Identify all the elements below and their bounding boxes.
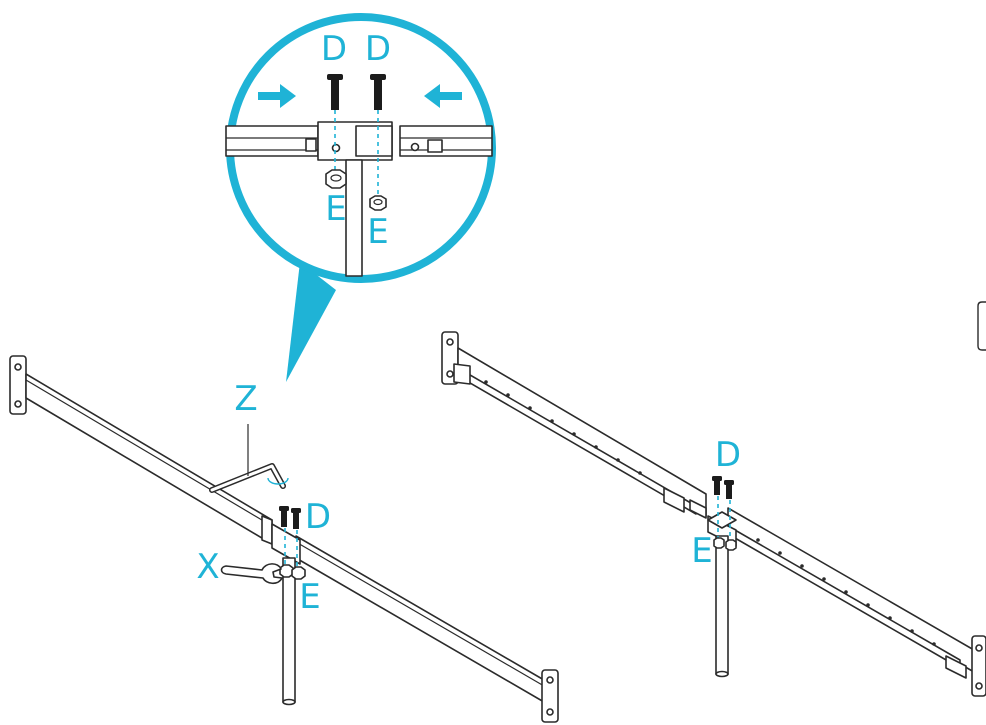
arrow-right-icon <box>258 84 296 108</box>
frame-left-nuts <box>279 564 306 580</box>
label-nut-e-right: E <box>367 212 388 252</box>
frame-right-bolts <box>712 476 734 499</box>
zoom-nut-right <box>369 195 387 211</box>
center-leg-left <box>282 557 296 703</box>
edge-fragment <box>977 301 986 351</box>
label-bolt-d-right: D <box>365 29 391 69</box>
center-leg-right <box>715 535 729 675</box>
right-frame-assembly: D E <box>441 331 986 697</box>
zoom-callout: D D E E <box>225 13 496 382</box>
arrow-left-icon <box>424 84 462 108</box>
frame-right-nuts <box>713 537 737 551</box>
end-plate-top-left <box>9 355 27 415</box>
wrench-x <box>220 563 283 585</box>
callout-pointer <box>286 262 336 382</box>
zoom-nut-left <box>325 169 347 189</box>
rail-right-upper-holes <box>484 380 642 475</box>
zoom-bolt-right <box>370 74 386 110</box>
label-bolt-d-left-frame: D <box>305 497 331 537</box>
zoom-bolt-left <box>327 74 343 110</box>
rail-right-lower-holes <box>756 538 936 646</box>
rail-left-lower <box>295 535 545 703</box>
zoom-rails <box>225 121 493 277</box>
center-bracket-left <box>271 523 301 565</box>
label-nut-e-left-frame: E <box>299 577 320 617</box>
label-tool-x: X <box>196 547 219 587</box>
label-bolt-d-left: D <box>321 29 347 69</box>
left-frame-assembly: Z D X E <box>9 355 559 723</box>
frame-left-bolts <box>279 506 301 529</box>
label-nut-e-right-frame: E <box>691 531 712 571</box>
label-bolt-d-right-frame: D <box>715 435 741 475</box>
label-tool-z: Z <box>234 379 257 419</box>
hex-key-z <box>209 424 289 493</box>
end-plate-bottom-right-frame <box>971 635 986 697</box>
end-plate-bottom-right <box>541 669 559 723</box>
label-nut-e-left: E <box>325 189 346 229</box>
